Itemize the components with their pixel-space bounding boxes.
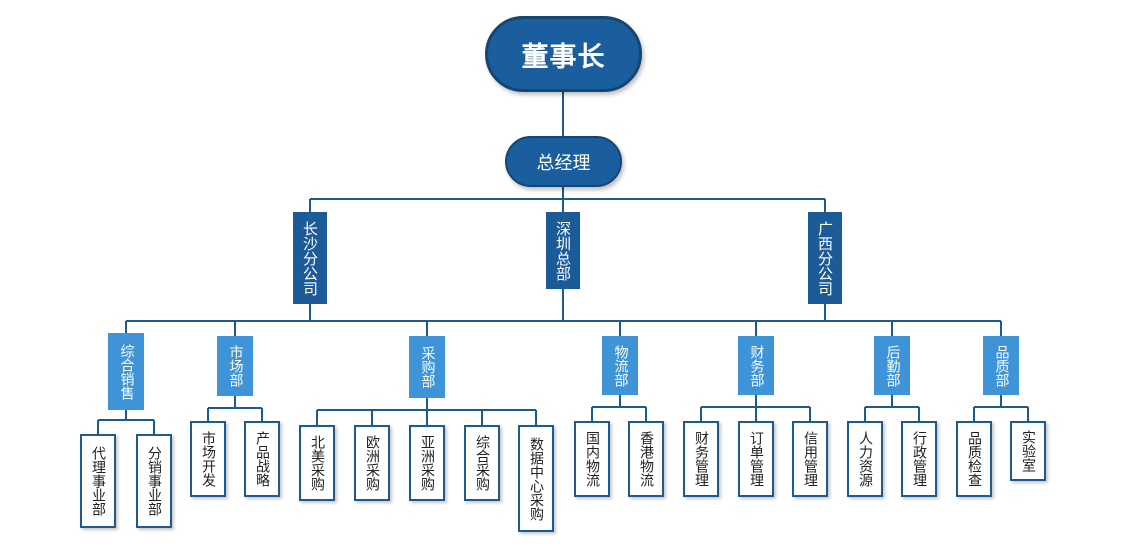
leaf-label: 北美采购 bbox=[309, 435, 325, 491]
leaf-general-purchasing: 综合采购 bbox=[464, 425, 500, 501]
leaf-label: 欧洲采购 bbox=[364, 435, 380, 491]
dept-marketing-node: 市场部 bbox=[217, 336, 253, 396]
dept-quality-node: 品质部 bbox=[983, 336, 1019, 395]
dept-label: 财务部 bbox=[748, 344, 765, 387]
leaf-data-center-purchasing: 数据中心采购 bbox=[518, 425, 554, 532]
leaf-human-resources: 人力资源 bbox=[847, 421, 883, 497]
dept-label: 品质部 bbox=[993, 344, 1010, 387]
leaf-label: 信用管理 bbox=[802, 431, 818, 487]
dept-purchasing-node: 采购部 bbox=[409, 336, 445, 398]
leaf-label: 综合采购 bbox=[474, 435, 490, 491]
leaf-label: 香港物流 bbox=[638, 431, 654, 487]
connector-lines bbox=[97, 90, 1029, 434]
dept-label: 物流部 bbox=[612, 344, 629, 387]
leaf-order-management: 订单管理 bbox=[738, 421, 774, 497]
leaf-hongkong-logistics: 香港物流 bbox=[628, 421, 664, 497]
leaf-label: 财务管理 bbox=[693, 431, 709, 487]
leaf-domestic-logistics: 国内物流 bbox=[574, 421, 610, 497]
general-manager-label: 总经理 bbox=[536, 152, 591, 174]
dept-label: 市场部 bbox=[227, 345, 244, 387]
leaf-europe-purchasing: 欧洲采购 bbox=[354, 425, 390, 501]
leaf-label: 亚洲采购 bbox=[419, 435, 435, 491]
general-manager-node: 总经理 bbox=[505, 136, 622, 187]
leaf-label: 数据中心采购 bbox=[528, 436, 544, 521]
branch-label: 长沙分公司 bbox=[301, 220, 319, 296]
leaf-distribution-division: 分销事业部 bbox=[136, 434, 172, 528]
branch-label: 广西分公司 bbox=[816, 220, 834, 296]
leaf-label: 品质检查 bbox=[966, 431, 982, 487]
branch-label: 深圳总部 bbox=[554, 220, 572, 281]
dept-label: 综合销售 bbox=[118, 343, 135, 400]
branch-changsha-node: 长沙分公司 bbox=[293, 212, 327, 304]
leaf-label: 实验室 bbox=[1020, 430, 1036, 472]
leaf-north-america-purchasing: 北美采购 bbox=[299, 425, 335, 501]
leaf-agency-division: 代理事业部 bbox=[80, 434, 116, 528]
branch-shenzhen-node: 深圳总部 bbox=[546, 212, 580, 289]
dept-label: 后勤部 bbox=[884, 344, 901, 387]
leaf-label: 行政管理 bbox=[911, 431, 927, 487]
leaf-label: 国内物流 bbox=[584, 431, 600, 487]
leaf-administration: 行政管理 bbox=[901, 421, 937, 497]
branch-guangxi-node: 广西分公司 bbox=[808, 212, 842, 304]
leaf-label: 产品战略 bbox=[254, 431, 270, 487]
dept-finance-node: 财务部 bbox=[738, 336, 774, 395]
leaf-credit-management: 信用管理 bbox=[792, 421, 828, 497]
dept-sales-node: 综合销售 bbox=[108, 333, 144, 410]
chairman-label: 董事长 bbox=[521, 41, 606, 73]
leaf-asia-purchasing: 亚洲采购 bbox=[409, 425, 445, 501]
leaf-market-development: 市场开发 bbox=[190, 421, 226, 497]
dept-logistics-support-node: 后勤部 bbox=[874, 336, 910, 395]
leaf-product-strategy: 产品战略 bbox=[244, 421, 280, 497]
leaf-label: 人力资源 bbox=[857, 431, 873, 487]
dept-logistics-node: 物流部 bbox=[602, 336, 638, 395]
leaf-label: 代理事业部 bbox=[90, 446, 106, 516]
leaf-label: 市场开发 bbox=[200, 431, 216, 487]
leaf-label: 订单管理 bbox=[748, 431, 764, 487]
chairman-node: 董事长 bbox=[485, 16, 642, 92]
leaf-financial-management: 财务管理 bbox=[683, 421, 719, 497]
leaf-laboratory: 实验室 bbox=[1010, 421, 1046, 481]
dept-label: 采购部 bbox=[419, 346, 436, 388]
leaf-label: 分销事业部 bbox=[146, 446, 162, 516]
leaf-quality-inspection: 品质检查 bbox=[956, 421, 992, 497]
